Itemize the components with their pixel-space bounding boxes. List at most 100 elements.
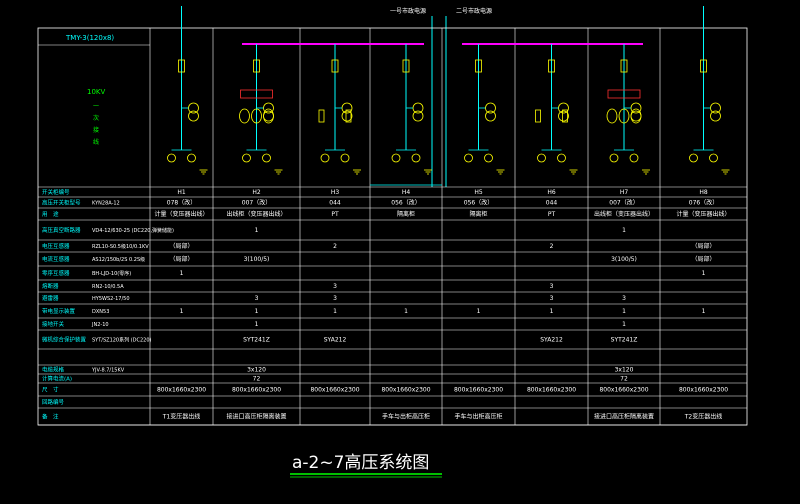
table-cell: H4 — [402, 189, 411, 196]
table-cell: 800x1660x2300 — [599, 387, 648, 394]
table-grid — [37, 27, 748, 426]
top-note-right: 二号市政电源 — [456, 7, 492, 15]
row-label: 开关柜编号 — [42, 188, 70, 196]
row-label: 尺 寸 — [42, 386, 59, 394]
row-label: 零序互感器 — [42, 269, 70, 277]
top-note-left: 一号市政电源 — [390, 7, 426, 15]
row-label: 回路编号 — [42, 398, 65, 406]
table-cell: 1 — [622, 308, 626, 315]
pt-fuse — [318, 109, 325, 123]
table-cell: 800x1660x2300 — [679, 387, 728, 394]
voltage-label: 10KV — [87, 88, 105, 96]
transformer-circle — [630, 110, 642, 122]
row-spec: HY5WS2-17/50 — [92, 296, 130, 302]
breaker-symbol — [402, 59, 410, 73]
table-cell: PT — [331, 211, 339, 218]
panel-symbol-group — [167, 6, 208, 175]
table-cell: 计量（变压器出线） — [676, 210, 730, 218]
table-cell: 800x1660x2300 — [381, 387, 430, 394]
table-cell: H6 — [547, 189, 556, 196]
table-cell: 1 — [477, 308, 481, 315]
meter-circle — [709, 153, 718, 163]
transformer-circle — [558, 110, 569, 122]
transformer-circle — [485, 102, 496, 114]
row-spec: RN2-10/0.5A — [92, 284, 124, 290]
table-cell: 800x1660x2300 — [232, 387, 281, 394]
pt-fuse — [562, 109, 568, 123]
table-cell: 2 — [333, 243, 337, 250]
meter-circle — [609, 153, 619, 163]
ct-coil — [239, 108, 250, 124]
table-cell: 手车与出柜高压柜 — [382, 413, 430, 421]
transformer-circle — [485, 110, 496, 122]
table-cell: 3x120 — [615, 367, 634, 374]
row-label: 避雷器 — [42, 294, 59, 302]
table-cell: PT — [548, 211, 556, 218]
row-spec: SYT/SZ120系列 (DC220) — [92, 337, 152, 344]
relay-symbol — [240, 89, 273, 99]
table-cell: 隔离柜 — [469, 210, 487, 218]
table-cell: 056（改） — [391, 199, 420, 207]
row-spec: RZL10-S0.5级10/0.1KV — [92, 243, 149, 250]
table-cell: 3 — [550, 295, 554, 302]
breaker-symbol — [475, 59, 482, 73]
meter-circle — [464, 153, 473, 163]
table-cell: SYA212 — [324, 337, 347, 344]
pt-group — [318, 109, 352, 123]
table-cell: 1 — [622, 227, 626, 234]
table-cell: 3(100/5) — [611, 256, 637, 263]
transformer-circle — [188, 110, 199, 122]
table-cell: 007（改） — [242, 199, 271, 207]
transformer-circle — [263, 110, 274, 122]
ct-coil — [630, 108, 642, 124]
table-cell: 出线柜（变压器出线） — [594, 210, 654, 218]
table-cell: T2变压器出线 — [684, 413, 722, 421]
pt-fuse — [345, 109, 352, 123]
meter-circle — [391, 153, 401, 163]
row-spec: KYN28A-12 — [92, 201, 120, 207]
transformer-circle — [412, 110, 424, 122]
table-cell: 800x1660x2300 — [310, 387, 359, 394]
table-cell: 1 — [702, 308, 706, 315]
meter-circle — [689, 153, 698, 163]
table-cell: 2 — [550, 243, 554, 250]
meter-circle — [187, 153, 196, 163]
voltage-sub-char: 线 — [93, 138, 99, 146]
panel-symbol-group — [464, 44, 505, 175]
meter-circle — [262, 153, 271, 163]
drawing-title: a-2~7高压系统图 — [292, 453, 429, 473]
table-cell: H7 — [620, 189, 629, 196]
table-cell: 3 — [333, 283, 337, 290]
table-cell: 1 — [702, 270, 706, 277]
table-cell: 手车与出柜高压柜 — [454, 413, 502, 421]
panel-symbol-group — [689, 6, 730, 175]
table-cell: 1 — [404, 308, 408, 315]
breaker-symbol — [548, 59, 555, 73]
table-cell: 3 — [333, 295, 337, 302]
ct-coil — [606, 108, 618, 124]
table-cell: 800x1660x2300 — [157, 387, 206, 394]
table-cell: 接进口高压柜隔离装置 — [226, 413, 286, 421]
table-cell: SYT241Z — [611, 337, 638, 344]
ct-coil — [263, 108, 274, 124]
table-cell: H2 — [252, 189, 261, 196]
ct-group — [239, 89, 274, 124]
table-cell: 72 — [253, 376, 261, 383]
table-cell: 1 — [550, 308, 554, 315]
ct-coil — [618, 108, 630, 124]
panel-symbol-group — [320, 44, 361, 175]
table-cell: （局部） — [169, 255, 193, 263]
table-cell: H5 — [474, 189, 483, 196]
voltage-sub-char: 次 — [93, 114, 99, 122]
table-cell: 计量（变压器出线） — [154, 210, 208, 218]
table-cell: 3 — [550, 283, 554, 290]
panel-symbol-group — [242, 44, 283, 175]
table-cell: 800x1660x2300 — [527, 387, 576, 394]
transformer-circle — [341, 110, 353, 122]
table-cell: 出线柜（变压器出线） — [226, 210, 286, 218]
table-cell: H8 — [699, 189, 708, 196]
table-cell: 1 — [333, 308, 337, 315]
table-cell: （局部） — [691, 242, 715, 250]
table-cell: 1 — [180, 270, 184, 277]
